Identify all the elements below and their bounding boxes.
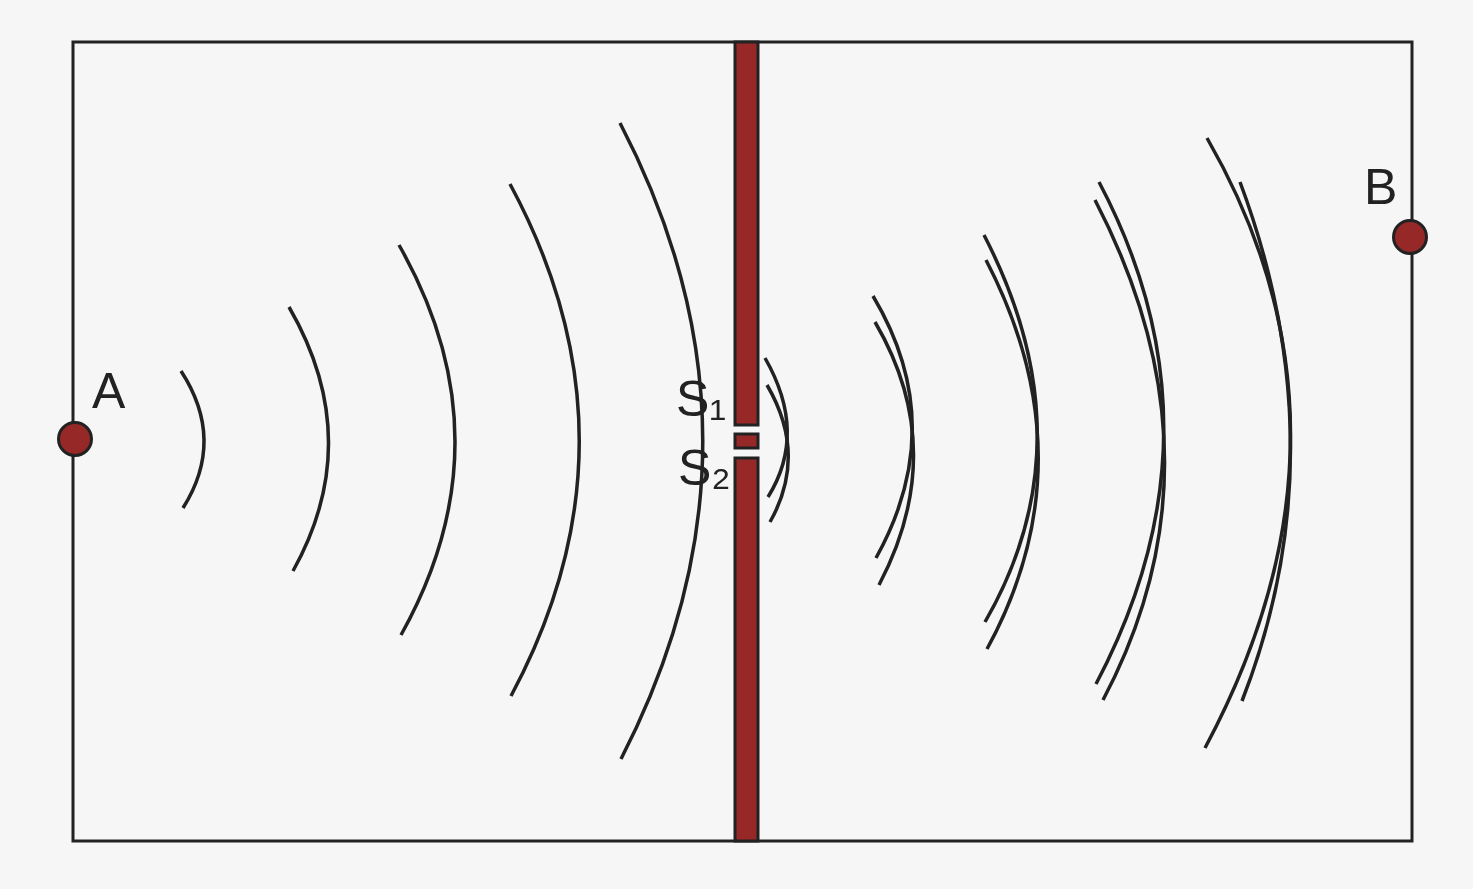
wavefront [181,371,204,508]
tank-outline [73,42,1412,841]
wavefront [1240,182,1291,701]
wavefront [1096,182,1164,684]
barrier-top [735,42,758,425]
slit-label: S₁ [676,374,726,424]
wavefront [289,307,329,571]
point-circle [1392,219,1428,255]
point-label: B [1364,162,1397,212]
wavefront [767,385,788,522]
diffracted-wavefronts [765,138,1291,748]
barrier-wall [735,42,758,841]
wavefront [399,245,455,635]
point-dot [1394,221,1427,254]
wavefront [620,123,703,759]
point-dot [59,423,92,456]
slit-label: S₂ [678,443,731,493]
source-point: A [57,421,93,457]
wavefront [984,235,1037,622]
point-circle [57,421,93,457]
wavefront [986,260,1038,649]
barrier-middle [735,434,758,448]
wavefront [875,322,914,585]
barrier-bottom [735,458,758,841]
point-label: A [92,366,125,416]
incident-wavefronts [181,123,703,759]
source-point: B [1392,219,1428,255]
wavefront [1205,138,1291,748]
wavefront [510,184,579,696]
wavefront [1095,200,1165,700]
